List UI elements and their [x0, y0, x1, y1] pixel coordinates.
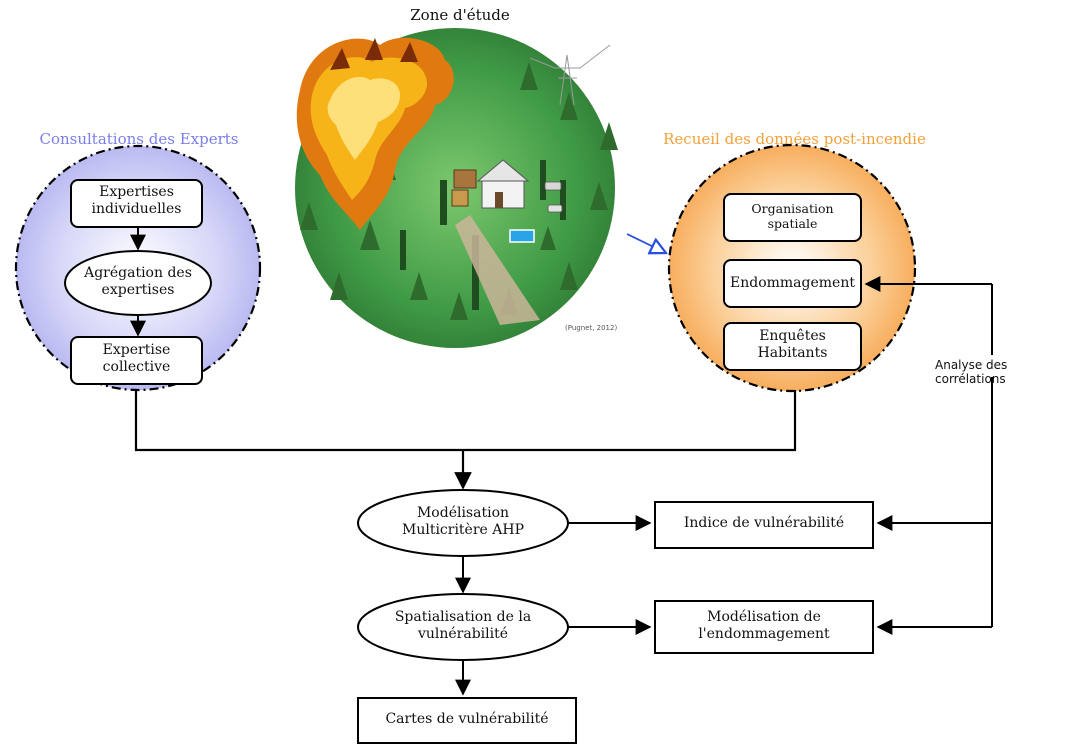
- endommagement-box: [723, 259, 862, 308]
- ahp-label: Modélisation Multicritère AHP: [401, 505, 525, 538]
- maps-label: Cartes de vulnérabilité: [385, 711, 549, 727]
- correlation-label-bg: [935, 355, 1060, 377]
- damage-model-label: Modélisation de l'endommagement: [698, 609, 830, 642]
- expertises-individuelles-box: [70, 179, 203, 228]
- correlation-label: Analyse des corrélations: [935, 358, 1008, 387]
- enquetes-habitants-box: [723, 322, 862, 371]
- damage-model-box: [654, 600, 874, 654]
- endommagement-label: Endommagement: [730, 275, 855, 291]
- agregation-label: Agrégation des expertises: [84, 265, 192, 298]
- illustration-credit: (Pugnet, 2012): [565, 324, 617, 332]
- enquetes-habitants-label: Enquêtes Habitants: [757, 328, 828, 361]
- maps-box: [357, 697, 577, 744]
- house-icon: [476, 159, 530, 209]
- organisation-spatiale-box: [723, 193, 862, 242]
- zone-etude-title: Zone d'étude: [410, 6, 510, 24]
- power-pylon-icon: [529, 44, 611, 106]
- arrow-zone-to-recueil: [626, 233, 666, 253]
- organisation-spatiale-label: Organisation spatiale: [751, 201, 834, 231]
- spatial-label: Spatialisation de la vulnérabilité: [394, 609, 532, 642]
- indice-label: Indice de vulnérabilité: [683, 515, 845, 531]
- expertises-individuelles-label: Expertises individuelles: [91, 184, 182, 217]
- indice-box: [654, 501, 874, 549]
- merge-line: [134, 390, 797, 452]
- experts-title: Consultations des Experts: [39, 130, 239, 148]
- fire-flames: [296, 37, 454, 231]
- expertise-collective-box: [70, 336, 203, 385]
- pool-icon: [509, 229, 535, 243]
- forest-fire-illustration: (Pugnet, 2012): [295, 28, 618, 348]
- recueil-title: Recueil des données post-incendie: [663, 130, 926, 148]
- expertise-collective-label: Expertise collective: [102, 342, 171, 375]
